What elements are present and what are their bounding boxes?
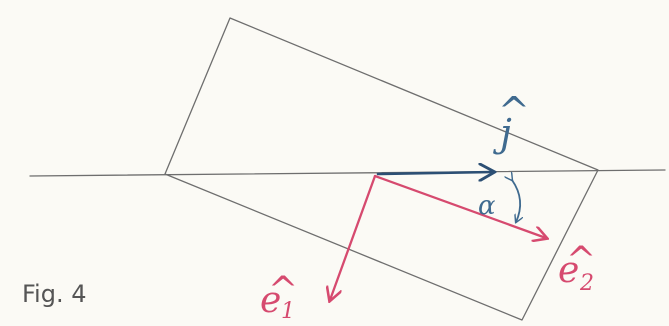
label-e1-hat: ^ <box>268 270 298 311</box>
label-j-hat: ^ <box>498 89 530 133</box>
label-e1: ^ e 1 <box>260 270 298 324</box>
label-j-base: j <box>493 111 512 155</box>
label-e2-hat: ^ <box>566 240 596 281</box>
label-e2: ^ e 2 <box>558 240 596 296</box>
label-e1-subscript: 1 <box>281 299 295 324</box>
horizontal-axis-line <box>29 169 666 177</box>
label-j: ^ j <box>493 89 530 155</box>
e2-vector-arrow <box>373 174 546 238</box>
figure-caption: Fig. 4 <box>22 280 87 308</box>
angle-alpha-arc <box>512 180 520 222</box>
label-e1-base: e <box>260 280 281 321</box>
label-e2-subscript: 2 <box>579 271 594 296</box>
e1-vector-arrow <box>330 174 377 300</box>
tilted-rectangle <box>164 17 599 321</box>
j-vector-arrow <box>376 172 493 174</box>
label-alpha: α <box>478 191 496 221</box>
label-e2-base: e <box>558 250 579 291</box>
